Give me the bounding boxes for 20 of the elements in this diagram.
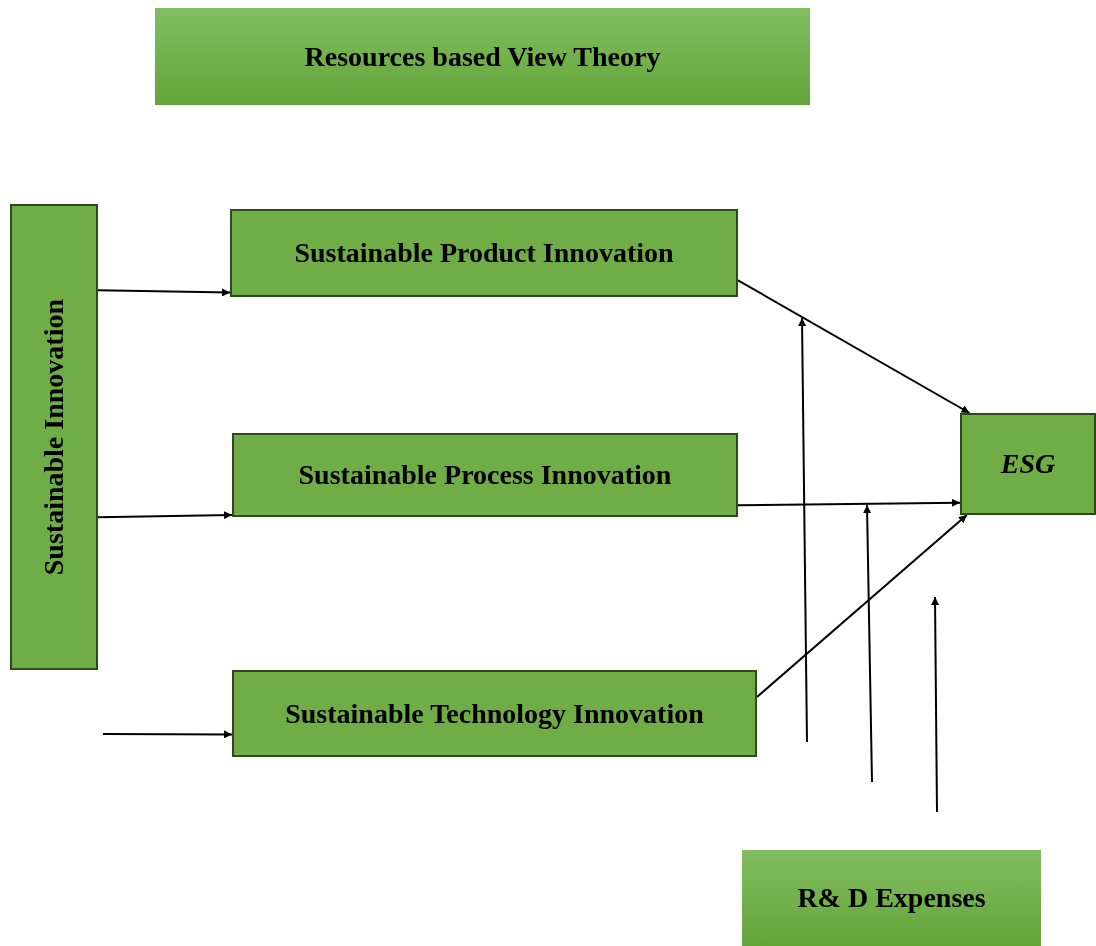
node-label: Sustainable Innovation [38,298,70,576]
node-label: Sustainable Technology Innovation [285,697,704,730]
moderator-box [742,850,1041,946]
node-label: Resources based View Theory [304,40,661,73]
arrow [756,514,968,698]
theory-box [155,8,810,105]
arrow [97,288,231,297]
construct-box [10,204,98,670]
construct-box [232,670,757,757]
arrow [737,498,961,507]
arrow [97,511,233,520]
outcome-box [960,413,1096,515]
node-label: R& D Expenses [797,882,986,914]
arrow [737,279,971,414]
arrow [102,730,233,739]
construct-box [230,209,738,297]
node-label: Sustainable Product Innovation [294,237,674,269]
node-label: Sustainable Process Innovation [298,459,672,491]
construct-box [232,433,738,517]
node-label: ESG [1000,448,1056,480]
